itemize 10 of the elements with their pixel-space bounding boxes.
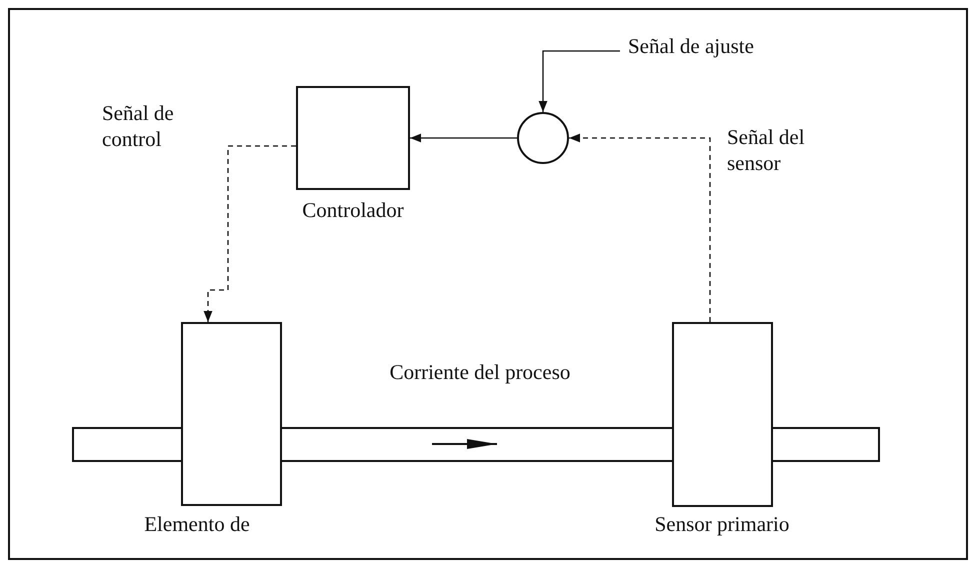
signal-arrow xyxy=(410,134,517,142)
component-label: Controlador xyxy=(302,198,404,224)
signal-arrow xyxy=(538,50,620,112)
component-label: Elemento de xyxy=(144,512,250,538)
signal-arrow xyxy=(204,145,296,322)
signal-label: Señal de ajuste xyxy=(628,34,755,60)
signal-arrow xyxy=(569,134,711,322)
summing-junction-circle xyxy=(517,112,569,164)
stream-label: Corriente del proceso xyxy=(390,360,570,386)
component-label: Sensor primario xyxy=(654,512,790,538)
